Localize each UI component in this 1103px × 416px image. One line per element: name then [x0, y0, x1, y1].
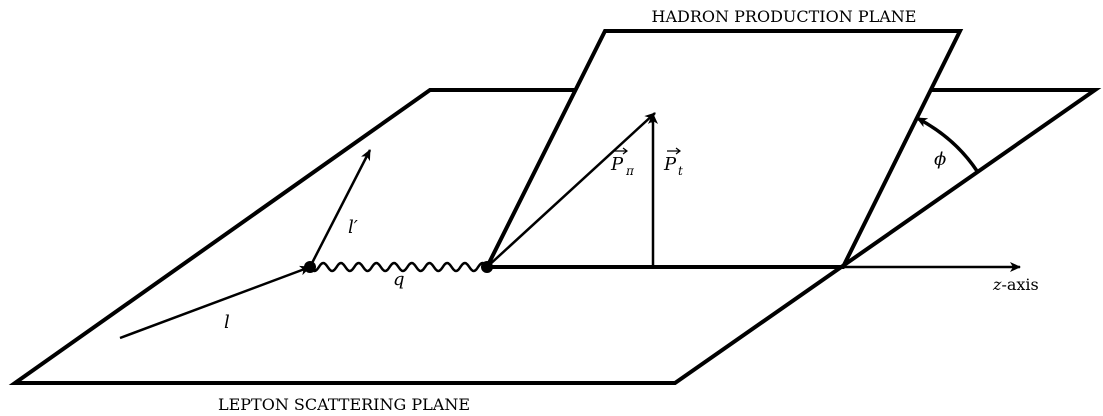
outgoing-lepton-arrow — [308, 149, 372, 268]
z-axis-label: z-axis — [992, 275, 1039, 294]
phi-angle-arc — [916, 116, 979, 172]
virtual-photon-wave — [309, 261, 488, 273]
p-pi-label: P π — [610, 147, 635, 178]
svg-text:π: π — [625, 164, 635, 178]
incoming-lepton-arrow — [119, 265, 311, 340]
svg-text:P: P — [610, 154, 624, 175]
vector-arrow-icon — [614, 147, 628, 155]
svg-text:t: t — [678, 164, 683, 178]
lepton-plane-label: LEPTON SCATTERING PLANE — [218, 395, 470, 414]
lepton-vertex-dot — [304, 261, 316, 273]
vector-arrow-icon — [667, 147, 681, 155]
hadron-plane-label: HADRON PRODUCTION PLANE — [652, 7, 917, 26]
pion-momentum-arrow — [486, 112, 656, 268]
q-label: q — [393, 269, 405, 290]
l-prime-label: l′ — [348, 217, 358, 238]
l-label: l — [224, 312, 230, 333]
p-t-label: P t — [663, 147, 683, 178]
phi-label: ϕ — [934, 149, 946, 170]
svg-text:P: P — [663, 154, 677, 175]
lepton-scattering-plane — [8, 88, 1102, 385]
